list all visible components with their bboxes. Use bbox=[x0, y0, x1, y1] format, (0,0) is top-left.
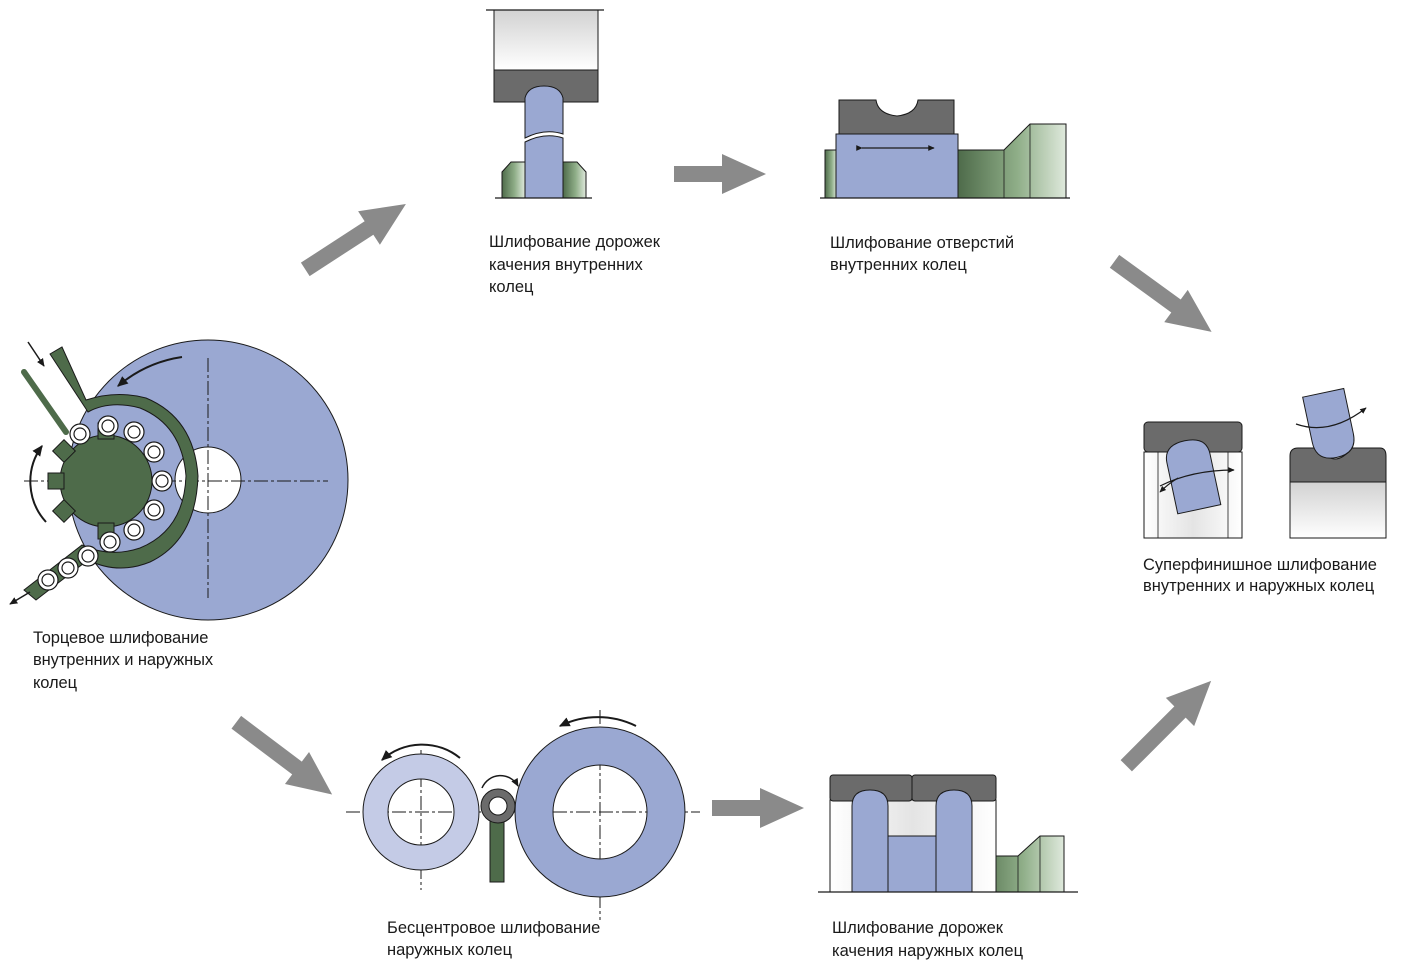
centerless-caption: Бесцентровое шлифование наружных колец bbox=[387, 919, 605, 959]
flow-arrow-2 bbox=[674, 154, 766, 194]
flow-arrow-5 bbox=[712, 788, 804, 828]
face-grinding-caption: Торцевое шлифование внутренних и наружны… bbox=[33, 629, 217, 692]
outer-raceway-grinding-diagram bbox=[818, 774, 1078, 893]
inner-raceway-grinding-diagram bbox=[486, 9, 604, 199]
flow-arrow-4 bbox=[231, 715, 333, 795]
outer-raceway-caption: Шлифование дорожек качения наружных коле… bbox=[832, 919, 1024, 960]
face-grinding-diagram bbox=[9, 339, 349, 621]
bore-grinding-caption: Шлифование отверстий внутренних колец bbox=[830, 234, 1019, 274]
inner-raceway-caption: Шлифование дорожек качения внутренних ко… bbox=[489, 233, 665, 296]
centerless-grinding-diagram bbox=[346, 710, 700, 920]
flow-arrow-6 bbox=[1120, 680, 1212, 772]
flow-arrows bbox=[231, 154, 1212, 828]
bore-grinding-diagram bbox=[820, 99, 1070, 199]
superfinishing-caption: Суперфинишное шлифование внутренних и на… bbox=[1143, 556, 1382, 595]
flow-arrow-1 bbox=[300, 204, 406, 277]
flow-arrow-3 bbox=[1109, 254, 1212, 332]
superfinishing-diagram bbox=[1143, 387, 1387, 539]
